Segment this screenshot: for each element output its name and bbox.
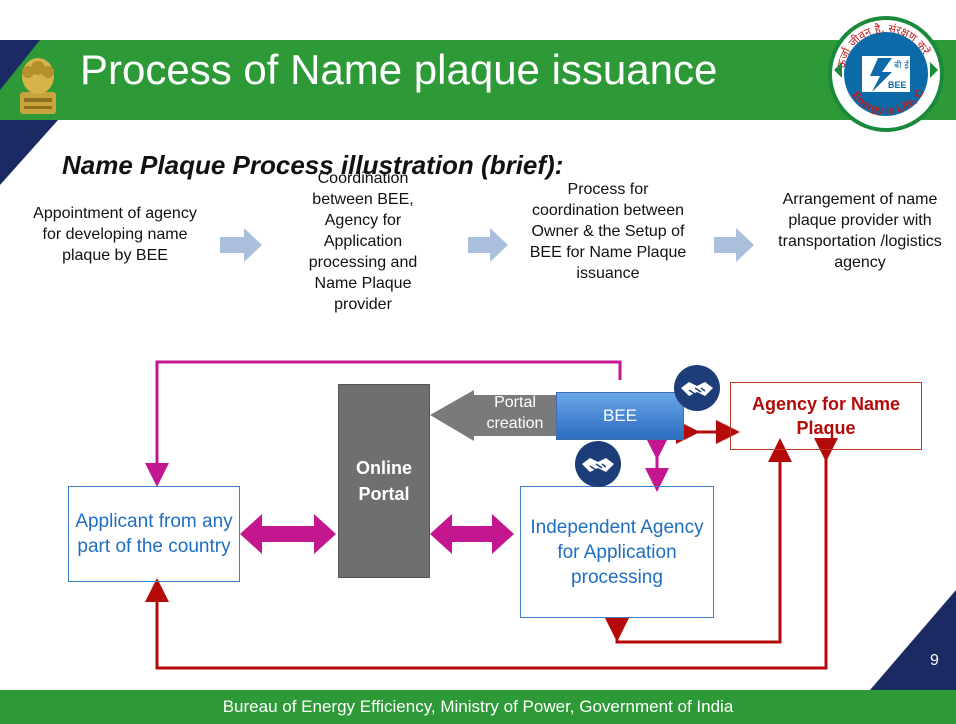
step-1-text: Appointment of agency for developing nam…	[33, 205, 197, 264]
logo-abbr: BEE	[888, 80, 907, 90]
portal-creation-arrow	[430, 390, 556, 441]
applicant-label: Applicant from any part of the country	[75, 511, 233, 557]
independent-agency-label: Independent Agency for Application proce…	[530, 516, 704, 588]
step-arrow-1	[220, 228, 262, 262]
page-title: Process of Name plaque issuance	[80, 46, 718, 93]
step-arrow-3	[714, 228, 754, 262]
section-subtitle: Name Plaque Process illustration (brief)…	[62, 150, 564, 180]
online-portal-box: Online Portal	[338, 384, 430, 578]
header-decoration	[0, 0, 956, 90]
national-emblem-icon	[20, 58, 56, 114]
footer-text: Bureau of Energy Efficiency, Ministry of…	[222, 697, 734, 716]
footer-bar	[0, 690, 956, 724]
nameplaque-to-applicant-line	[145, 438, 838, 670]
applicant-box: Applicant from any part of the country	[68, 486, 240, 582]
bee-label: BEE	[602, 406, 638, 425]
handshake-icon	[674, 365, 720, 411]
applicant-portal-arrow	[240, 514, 336, 554]
portal-agency-arrow	[430, 514, 514, 554]
agency-name-plaque-label: Agency for Name Plaque	[751, 394, 901, 438]
agency-to-nameplaque-line	[605, 438, 792, 644]
bee-to-applicant-line	[145, 360, 622, 487]
handshake-icon-2	[575, 441, 621, 487]
logo-emblem-text: बी ई ई	[894, 59, 917, 71]
bee-logo: ऊर्जा जीवन है, संरक्षण करें Energy is Li…	[826, 12, 944, 132]
independent-agency-box: Independent Agency for Application proce…	[520, 486, 714, 618]
step-2-text: Coordination between BEE, Agency for App…	[308, 170, 418, 313]
header-bar	[0, 40, 956, 120]
step-arrow-2	[468, 228, 508, 262]
agency-name-plaque-box: Agency for Name Plaque	[730, 382, 922, 450]
page-number: 9	[930, 652, 939, 669]
step-3-text: Process for coordination between Owner &…	[529, 181, 687, 282]
portal-creation-label-box: Portal creation	[474, 390, 556, 436]
step-4-text: Arrangement of name plaque provider with…	[778, 191, 942, 271]
portal-creation-label: Portal creation	[486, 394, 544, 432]
bee-box: BEE	[556, 392, 684, 440]
online-portal-label: Online Portal	[355, 458, 412, 504]
